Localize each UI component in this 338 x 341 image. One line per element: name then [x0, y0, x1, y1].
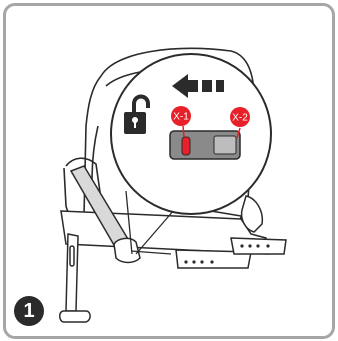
unlocked-padlock-icon	[124, 94, 150, 134]
support-leg	[59, 233, 91, 323]
label-x2: X-2	[232, 113, 248, 124]
magnified-detail: X-1 X-2	[110, 53, 272, 215]
hand-pulling-lever	[69, 165, 172, 264]
step-number-badge: 1	[14, 296, 44, 326]
label-x1-tag: X-1	[171, 106, 191, 138]
isofix-latch-button	[169, 130, 241, 160]
arrow-left-icon	[172, 74, 224, 98]
instruction-panel: X-1 X-2 1	[3, 3, 335, 339]
hand-right-side	[240, 195, 264, 233]
car-seat-illustration: X-1 X-2	[59, 47, 287, 323]
label-x2-tag: X-2	[230, 107, 250, 139]
label-x1: X-1	[173, 112, 189, 123]
